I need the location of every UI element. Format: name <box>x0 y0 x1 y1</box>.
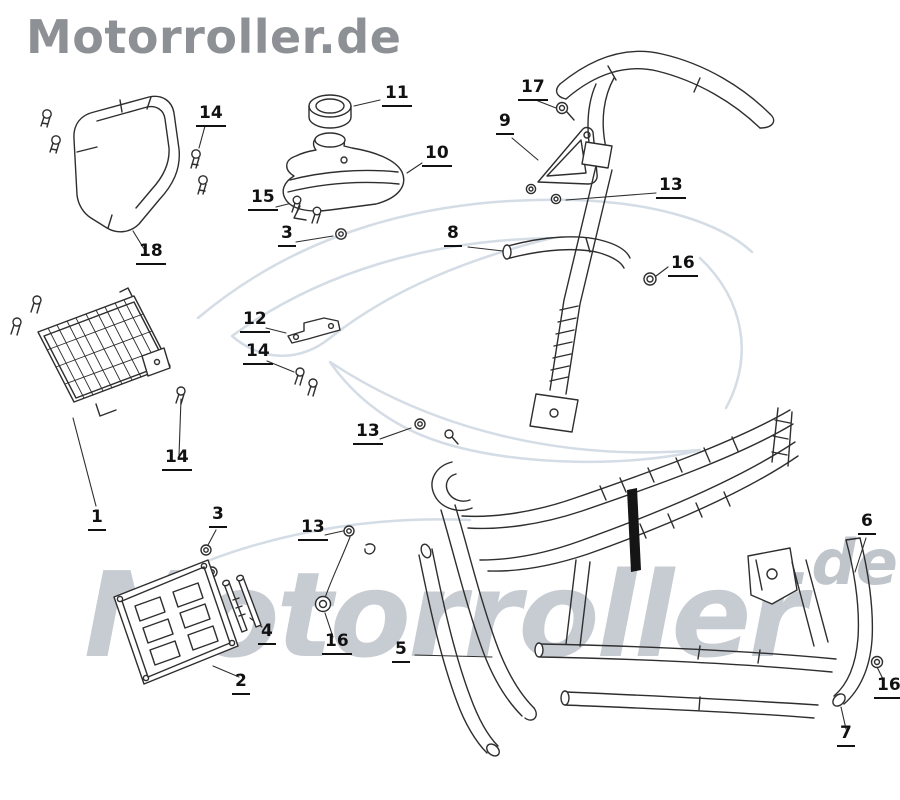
part-label-1: 1 <box>88 507 106 531</box>
part-15-screws <box>291 195 322 224</box>
part-label-14: 14 <box>162 447 192 471</box>
part-13-clip-lower <box>343 525 376 555</box>
steering-column <box>529 77 615 433</box>
floor-tubes <box>534 642 837 719</box>
part-label-3: 3 <box>209 504 227 528</box>
part-14-screws-mid <box>294 367 318 397</box>
part-label-18: 18 <box>136 241 166 265</box>
part-10-reservoir <box>282 132 405 221</box>
swoosh-curve <box>196 198 754 320</box>
part-label-17: 17 <box>518 77 548 101</box>
part-label-16: 16 <box>874 675 900 699</box>
leader-lines <box>72 99 885 730</box>
part-3-nut-top <box>335 228 347 240</box>
part-14-screws-top <box>190 149 208 195</box>
part-label-3: 3 <box>278 223 296 247</box>
part-label-7: 7 <box>837 723 855 747</box>
part-1-radiator <box>10 287 186 417</box>
part-label-12: 12 <box>240 309 270 333</box>
part-label-9: 9 <box>496 111 514 135</box>
part-6-tube <box>832 537 874 707</box>
part-label-16: 16 <box>322 631 352 655</box>
part-16-grommet <box>314 595 332 613</box>
top-watermark-text: Motorroller.de <box>26 10 402 64</box>
part-label-16: 16 <box>668 253 698 277</box>
part-17-clip <box>555 101 575 121</box>
part-label-15: 15 <box>248 187 278 211</box>
part-16-ring-right <box>870 655 884 669</box>
part-11-cap <box>308 94 352 129</box>
part-label-13: 13 <box>298 517 328 541</box>
part-label-5: 5 <box>392 639 410 663</box>
part-8-tube <box>502 236 631 269</box>
part-label-14: 14 <box>196 103 226 127</box>
part-label-14: 14 <box>243 341 273 365</box>
part-13-clips-mid <box>414 418 459 445</box>
swoosh-curve <box>698 256 743 410</box>
swoosh-curve <box>230 236 554 357</box>
part-13-clips-top <box>525 183 562 205</box>
handlebar <box>555 50 775 129</box>
swoosh-curve <box>328 360 702 464</box>
part-18-air-duct <box>73 95 180 233</box>
part-label-8: 8 <box>444 223 462 247</box>
part-label-13: 13 <box>353 421 383 445</box>
part-label-11: 11 <box>382 83 412 107</box>
part-label-2: 2 <box>232 671 250 695</box>
frame-body <box>461 407 829 647</box>
part-16-ring-top <box>643 272 657 286</box>
part-label-13: 13 <box>656 175 686 199</box>
frame-front-tubes <box>418 461 537 757</box>
part-label-10: 10 <box>422 143 452 167</box>
duct-screws <box>40 109 61 154</box>
part-label-6: 6 <box>858 511 876 535</box>
part-label-4: 4 <box>258 621 276 645</box>
part-4-bolts <box>221 574 262 633</box>
part-12-bracket <box>287 317 341 344</box>
part-2-cover <box>113 559 239 685</box>
swoosh-curve <box>208 518 472 562</box>
